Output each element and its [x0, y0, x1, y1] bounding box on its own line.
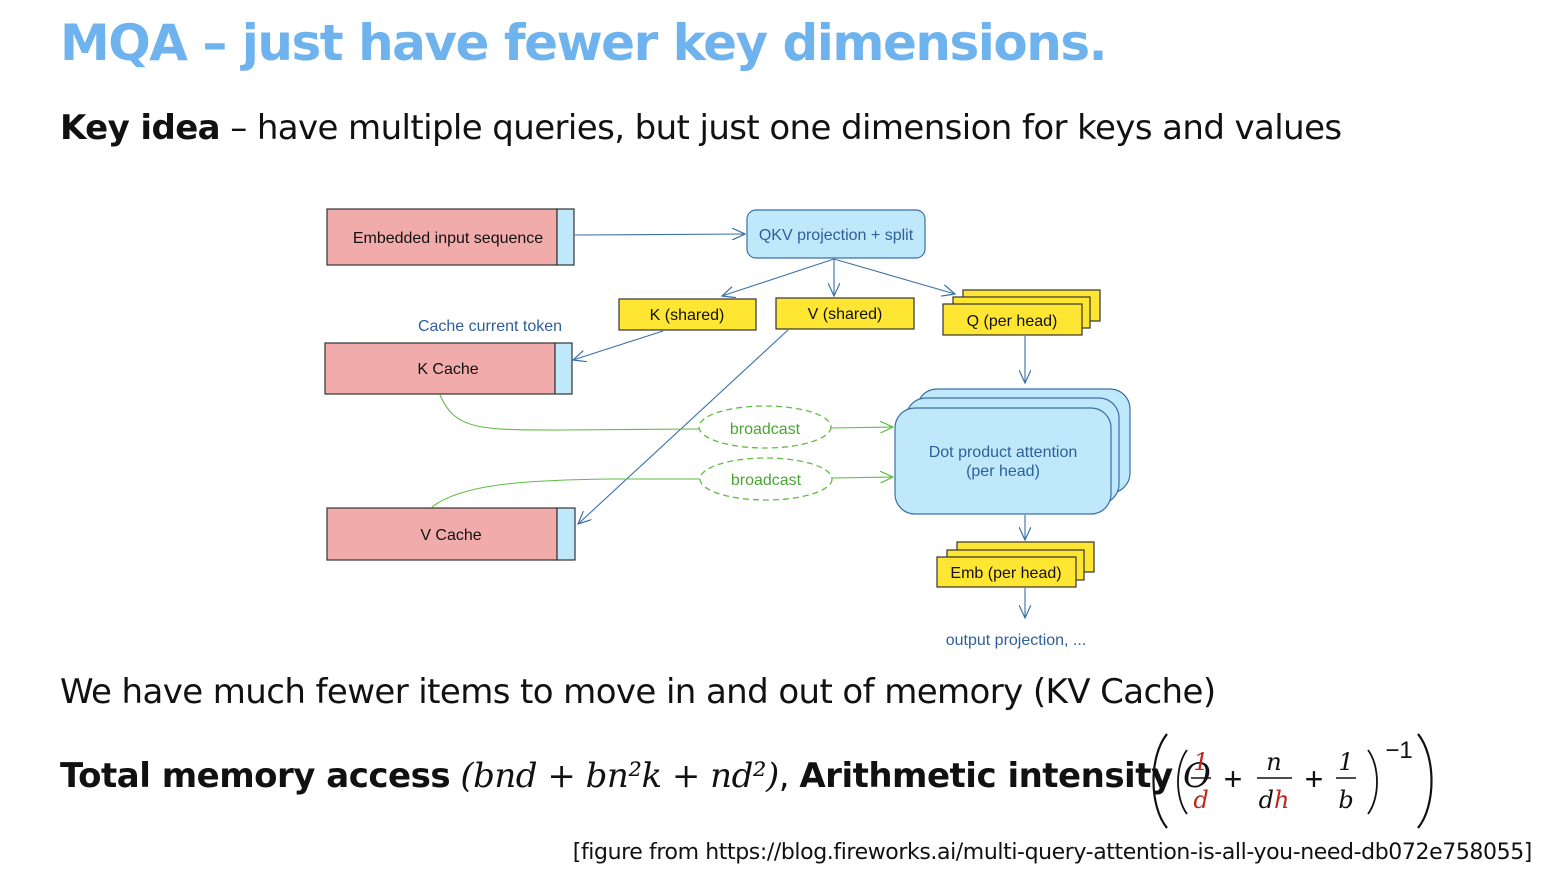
big-o-symbol: O	[1182, 756, 1211, 796]
arrow-broadcast-top-to-attention	[830, 427, 893, 428]
slide-title: MQA – just have fewer key dimensions.	[60, 14, 1108, 72]
q-per-head-label: Q (per head)	[967, 313, 1058, 330]
total-memory-formula: (bnd + bn²k + nd²)	[460, 756, 779, 796]
qkv-projection-label: QKV projection + split	[759, 227, 914, 244]
frac3-numerator: 1	[1338, 748, 1353, 776]
k-cache-label: K Cache	[417, 361, 478, 378]
plus-2: +	[1305, 761, 1324, 797]
inner-paren-left	[1177, 749, 1188, 815]
figure-citation: [figure from https://blog.fireworks.ai/m…	[572, 840, 1533, 865]
q-per-head-stack: Q (per head)	[942, 289, 1101, 336]
key-idea-label: Key idea	[60, 108, 221, 148]
diagram-arrows	[573, 234, 1025, 618]
dot-product-attention-stack: Dot product attention (per head)	[894, 388, 1131, 515]
arrow-v-to-vcache	[578, 329, 789, 524]
frac2-denominator: dh	[1259, 786, 1290, 814]
exponent-minus-one: −1	[1385, 737, 1412, 764]
total-memory-line: Total memory access (bnd + bn²k + nd²), …	[60, 756, 1211, 796]
v-shared-label: V (shared)	[808, 306, 883, 323]
arrow-qkv-to-q	[833, 258, 955, 294]
emb-per-head-label: Emb (per head)	[950, 565, 1061, 582]
outer-paren-right	[1417, 733, 1433, 829]
frac1-numerator: 1	[1193, 748, 1208, 776]
outer-paren-left	[1152, 733, 1168, 829]
plus-1: +	[1224, 761, 1243, 797]
arithmetic-intensity-label: Arithmetic intensity	[799, 756, 1173, 796]
total-memory-label: Total memory access	[60, 756, 451, 796]
curve-vcache-to-broadcast	[431, 478, 700, 508]
arrow-k-to-kcache	[573, 330, 664, 360]
fewer-items-text: We have much fewer items to move in and …	[60, 672, 1216, 712]
k-cache-box: K Cache	[324, 342, 573, 395]
curve-kcache-to-broadcast	[439, 394, 700, 431]
v-cache-box: V Cache	[326, 507, 576, 561]
output-projection-label: output projection, ...	[946, 632, 1087, 649]
broadcast-label-bottom: broadcast	[731, 472, 802, 489]
v-shared-box: V (shared)	[775, 297, 915, 330]
v-cache-label: V Cache	[420, 527, 481, 544]
inner-paren-right	[1367, 749, 1378, 815]
frac2-numerator: n	[1266, 748, 1281, 776]
key-idea-line: Key idea – have multiple queries, but ju…	[60, 108, 1342, 148]
embedded-input-box: Embedded input sequence	[326, 208, 575, 266]
cache-current-token-label: Cache current token	[418, 318, 562, 335]
arrow-input-to-qkv	[574, 234, 745, 235]
arithmetic-intensity-formula: 1 d + n dh + 1 b −1	[1152, 733, 1433, 829]
arrow-qkv-to-k	[722, 258, 835, 296]
dot-product-label-line2: (per head)	[966, 463, 1040, 480]
qkv-projection-box: QKV projection + split	[746, 209, 926, 259]
embedded-input-label: Embedded input sequence	[353, 230, 543, 247]
broadcast-ellipse-bottom: broadcast	[699, 457, 833, 501]
k-shared-label: K (shared)	[650, 307, 725, 324]
frac1-denominator: d	[1193, 786, 1208, 814]
emb-per-head-stack: Emb (per head)	[936, 541, 1095, 588]
arrow-broadcast-bottom-to-attention	[831, 477, 893, 478]
comma: ,	[778, 756, 800, 796]
frac3-denominator: b	[1338, 786, 1353, 814]
broadcast-curves	[431, 394, 893, 508]
broadcast-label-top: broadcast	[730, 421, 801, 438]
key-idea-text: – have multiple queries, but just one di…	[220, 108, 1342, 148]
dot-product-label-line1: Dot product attention	[929, 444, 1078, 461]
k-shared-box: K (shared)	[618, 298, 757, 331]
broadcast-ellipse-top: broadcast	[698, 405, 832, 449]
frac2-den-h: h	[1274, 786, 1289, 814]
frac2-den-d: d	[1259, 786, 1274, 814]
